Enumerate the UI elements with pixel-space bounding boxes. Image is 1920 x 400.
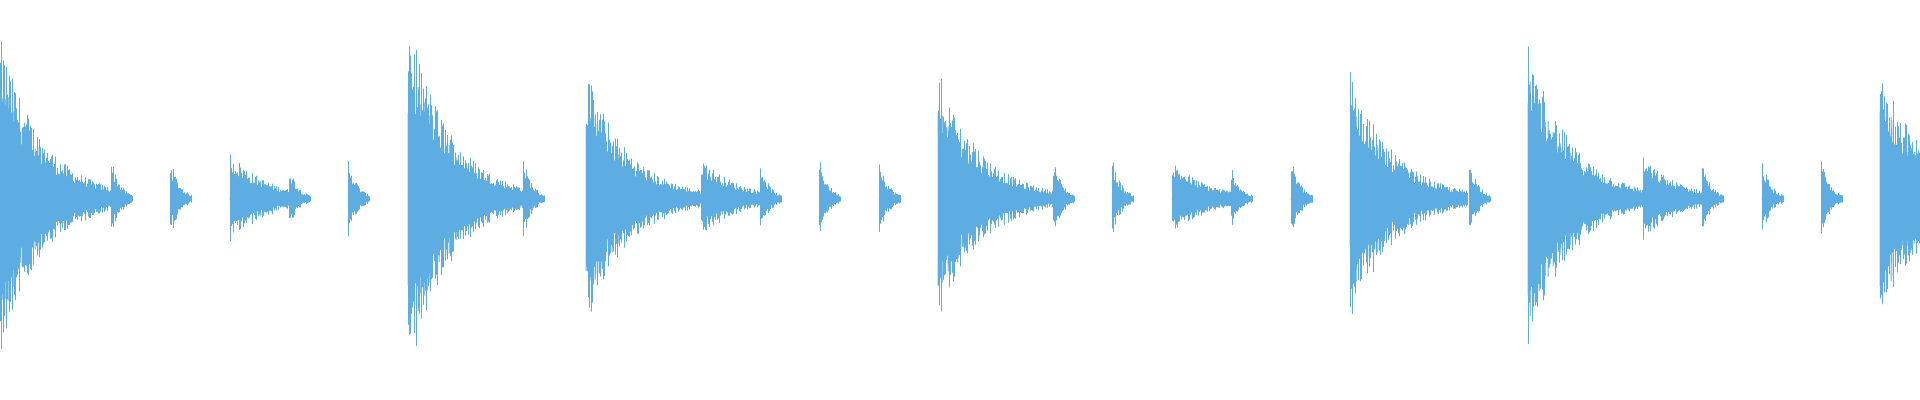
waveform-strokes (0, 41, 1920, 349)
waveform-path (0, 41, 1920, 349)
